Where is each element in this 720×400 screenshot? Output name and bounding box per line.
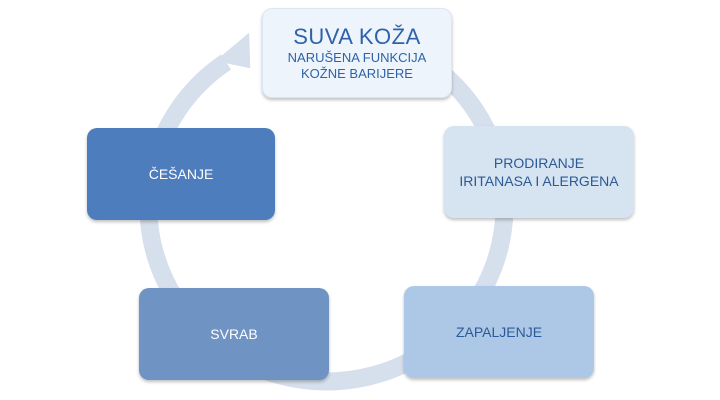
node-irritants-line-1: PRODIRANJE — [493, 155, 585, 171]
node-scratching: ČEŠANJE — [87, 128, 275, 220]
node-irritants-line-2: IRITANASA I ALERGENA — [459, 173, 619, 189]
node-inflammation-label: ZAPALJENJE — [455, 324, 543, 340]
node-dry-skin-line-2: KOŽNE BARIJERE — [301, 66, 413, 81]
node-inflammation: ZAPALJENJE — [404, 286, 594, 378]
node-dry-skin: SUVA KOŽA NARUŠENA FUNKCIJA KOŽNE BARIJE… — [262, 8, 452, 98]
node-dry-skin-line-1: NARUŠENA FUNKCIJA — [287, 50, 427, 65]
node-irritants: PRODIRANJE IRITANASA I ALERGENA — [444, 126, 634, 218]
node-itch: SVRAB — [139, 288, 329, 380]
node-dry-skin-title: SUVA KOŽA — [293, 24, 421, 49]
cycle-arrow-head — [215, 32, 251, 69]
node-scratching-label: ČEŠANJE — [148, 166, 214, 182]
node-itch-label: SVRAB — [210, 326, 258, 342]
